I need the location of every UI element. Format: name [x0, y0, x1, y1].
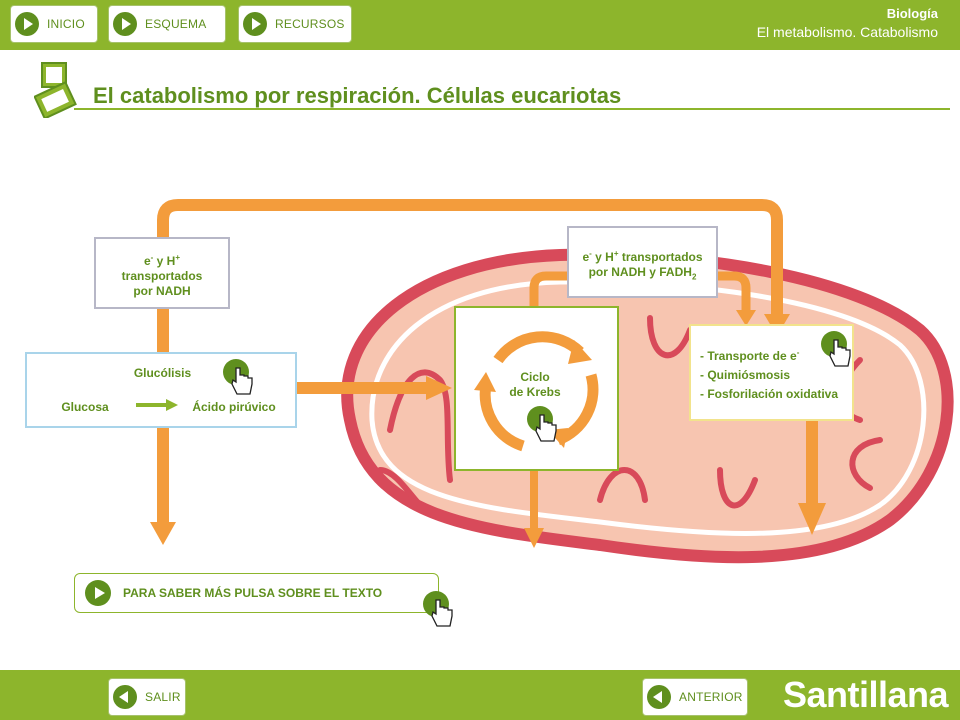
more-info-button[interactable]: PARA SABER MÁS PULSA SOBRE EL TEXTO — [74, 573, 439, 613]
nadh-box — [94, 237, 230, 309]
chain-item-chemiosmosis: - Quimiósmosis — [700, 368, 791, 382]
santillana-logo: Santillana — [782, 674, 949, 715]
more-info-label: PARA SABER MÁS PULSA SOBRE EL TEXTO — [123, 586, 383, 600]
nadh-fadh-label: e- y H+ transportados por NADH y FADH2 — [582, 249, 703, 282]
esquema-label: ESQUEMA — [145, 17, 207, 31]
esquema-button[interactable]: ESQUEMA — [108, 5, 226, 43]
inicio-button[interactable]: INICIO — [10, 5, 98, 43]
play-icon — [113, 12, 137, 36]
hand-pointer-icon[interactable] — [222, 358, 256, 398]
anterior-button[interactable]: ANTERIOR — [642, 678, 748, 716]
title-divider — [74, 108, 950, 110]
play-back-icon — [113, 685, 137, 709]
recursos-label: RECURSOS — [275, 17, 345, 31]
glucose-label: Glucosa — [61, 400, 109, 414]
electron-chain-list[interactable]: - Transporte de e- - Quimiósmosis - Fosf… — [700, 343, 852, 404]
subject-header: Biología El metabolismo. Catabolismo — [757, 6, 938, 40]
nadh-arrow — [157, 199, 783, 525]
hand-pointer-icon[interactable] — [526, 405, 560, 445]
inicio-label: INICIO — [47, 17, 85, 31]
salir-label: SALIR — [145, 690, 181, 704]
topic-name: El metabolismo. Catabolismo — [756, 24, 938, 40]
mitochondrion-outer-membrane — [341, 248, 954, 564]
nadh-label: e- y H+ transportados por NADH — [121, 253, 203, 298]
recursos-button[interactable]: RECURSOS — [238, 5, 352, 43]
pyruvic-acid-label: Ácido pirúvico — [192, 400, 276, 414]
hand-pointer-icon[interactable] — [422, 590, 456, 630]
play-icon — [15, 12, 39, 36]
hand-pointer-icon[interactable] — [820, 330, 854, 370]
play-back-icon — [647, 685, 671, 709]
document-stack-icon — [34, 62, 77, 118]
play-icon — [243, 12, 267, 36]
mitochondrion-cristae — [369, 279, 927, 536]
glycolysis-title[interactable]: Glucólisis — [133, 366, 192, 380]
page-title: El catabolismo por respiración. Células … — [93, 83, 622, 108]
subject-name: Biología — [886, 6, 938, 21]
anterior-label: ANTERIOR — [679, 690, 743, 704]
krebs-cycle-arrows — [479, 331, 599, 452]
krebs-label[interactable]: Ciclo de Krebs — [509, 370, 561, 399]
chain-item-phosphorylation: - Fosforilación oxidativa — [700, 387, 839, 401]
nadh-fadh-box — [567, 226, 718, 298]
salir-button[interactable]: SALIR — [108, 678, 186, 716]
play-icon — [85, 580, 111, 606]
chain-item-transport: - Transporte de e- — [700, 348, 800, 363]
